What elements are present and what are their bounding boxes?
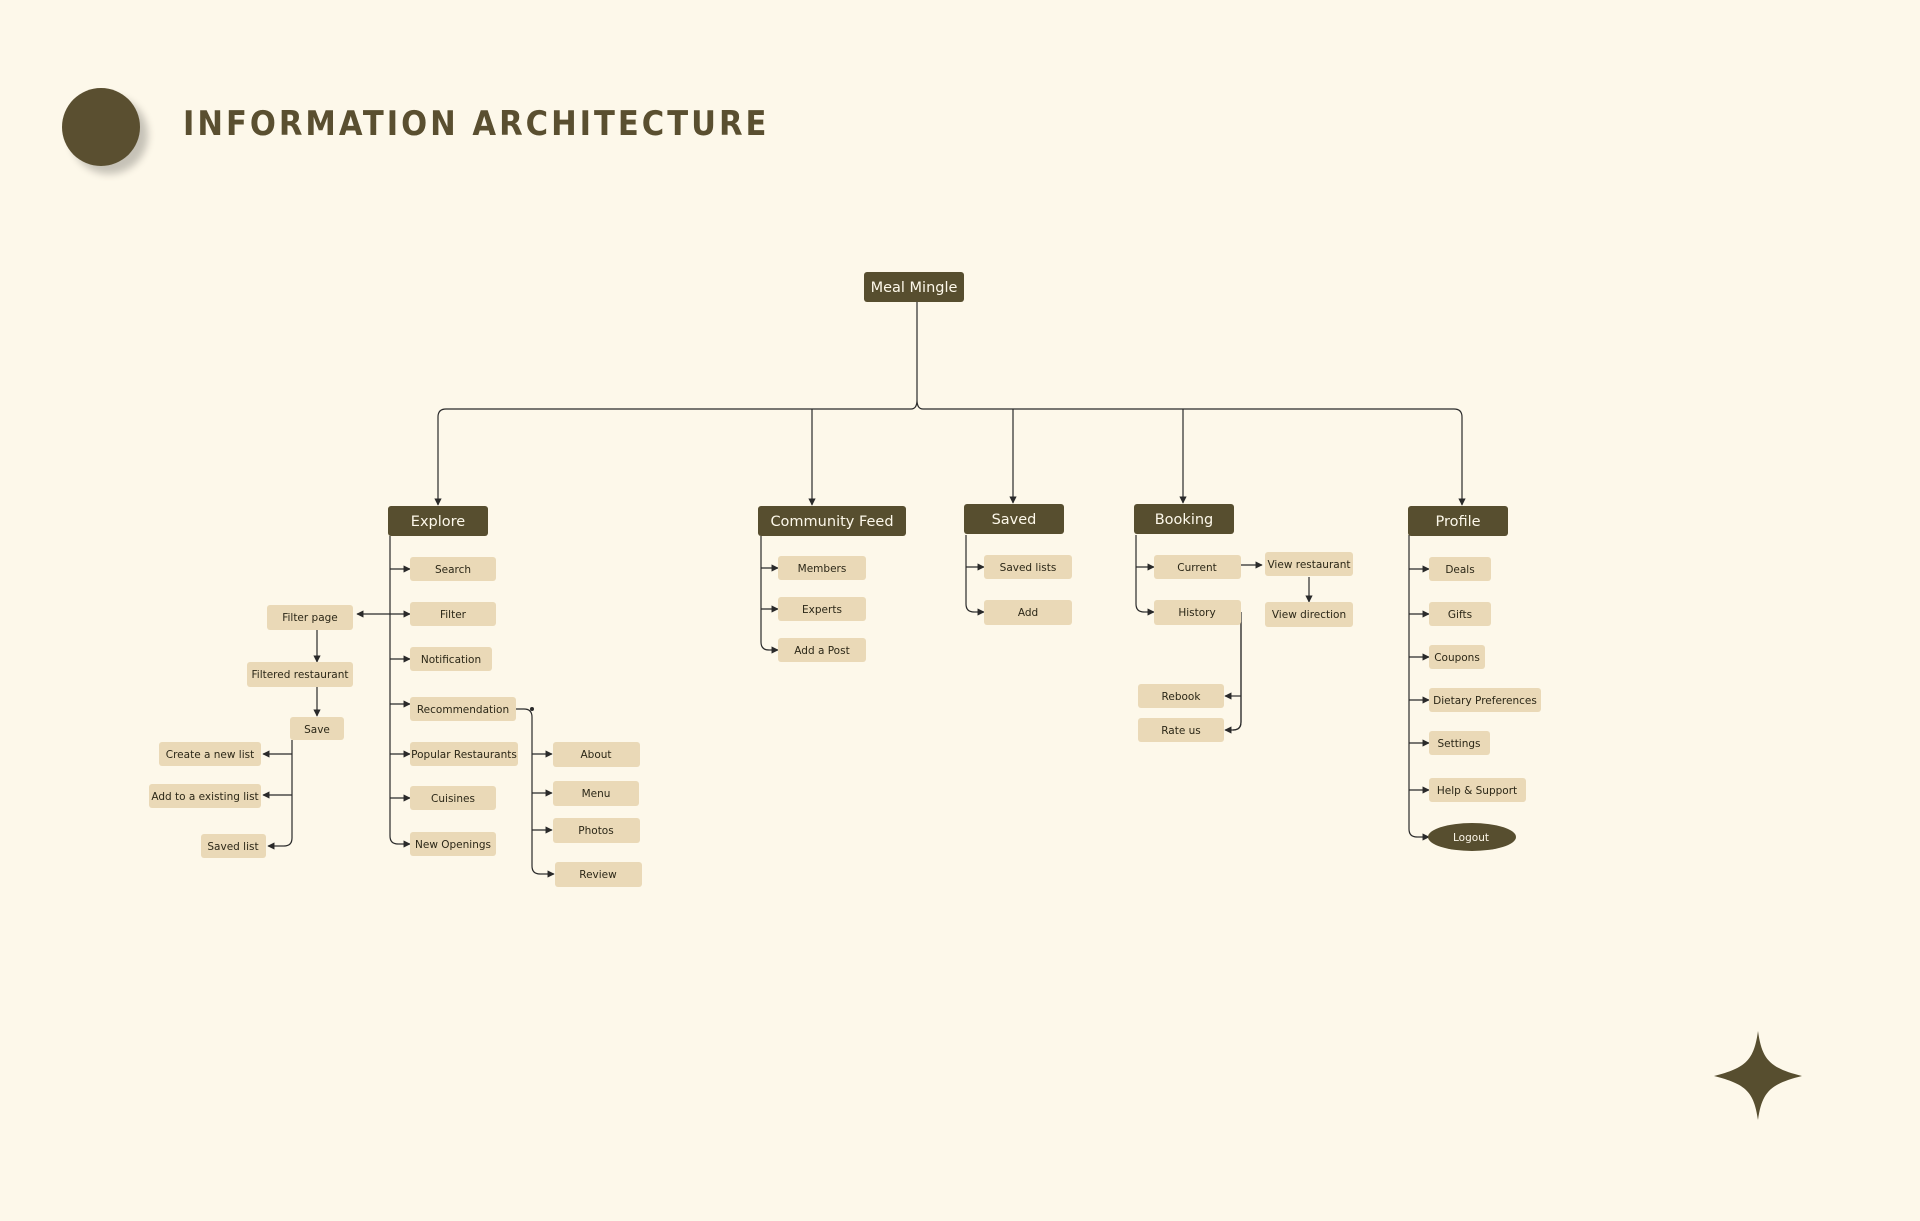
svg-text:About: About	[580, 749, 611, 761]
node-meal-mingle: Meal Mingle	[864, 272, 964, 302]
page-title: INFORMATION ARCHITECTURE	[183, 104, 770, 144]
edge-junction-dot	[530, 707, 534, 711]
node-view-restaurant: View restaurant	[1265, 552, 1353, 576]
svg-text:Create a new list: Create a new list	[166, 749, 254, 761]
node-saved: Saved	[964, 504, 1064, 534]
svg-text:Rate us: Rate us	[1161, 725, 1201, 737]
edge-saved-trunk	[965, 535, 975, 613]
svg-text:Menu: Menu	[582, 788, 611, 800]
svg-text:Add: Add	[1018, 607, 1038, 619]
node-rebook: Rebook	[1138, 684, 1224, 708]
edge-bus-left	[434, 408, 911, 506]
edge-booking-trunk	[1135, 535, 1145, 613]
svg-text:Notification: Notification	[421, 654, 481, 666]
svg-text:Help & Support: Help & Support	[1437, 785, 1517, 797]
node-save: Save	[290, 717, 344, 740]
svg-text:Members: Members	[798, 563, 847, 575]
edge-bus-join	[910, 399, 924, 410]
svg-text:Save: Save	[304, 724, 330, 736]
node-deals: Deals	[1429, 557, 1491, 581]
node-filter: Filter	[410, 602, 496, 626]
svg-text:Experts: Experts	[802, 604, 842, 616]
node-explore: Explore	[388, 506, 488, 536]
node-recommendation: Recommendation	[410, 697, 516, 721]
svg-text:Explore: Explore	[411, 514, 465, 530]
svg-text:Add to a existing list: Add to a existing list	[151, 791, 258, 803]
svg-text:Filter page: Filter page	[282, 612, 338, 624]
node-saved-lists: Saved lists	[984, 555, 1072, 579]
node-popular-restaurants: Popular Restaurants	[410, 742, 518, 766]
svg-text:Review: Review	[579, 869, 617, 881]
node-notification: Notification	[410, 647, 492, 671]
svg-text:Search: Search	[435, 564, 471, 576]
edge-recommendation-out	[516, 708, 541, 875]
node-gifts: Gifts	[1429, 602, 1491, 626]
svg-text:View direction: View direction	[1272, 609, 1346, 621]
node-logout: Logout	[1428, 823, 1516, 851]
svg-text:Profile: Profile	[1435, 514, 1480, 530]
node-settings: Settings	[1429, 731, 1490, 755]
svg-text:Add a Post: Add a Post	[794, 645, 849, 657]
svg-text:Logout: Logout	[1453, 832, 1489, 844]
node-experts: Experts	[778, 597, 866, 621]
svg-text:Photos: Photos	[578, 825, 613, 837]
node-community-feed: Community Feed	[758, 506, 906, 536]
svg-text:Community Feed: Community Feed	[770, 514, 893, 530]
edge-bus-right	[923, 408, 1466, 506]
node-booking: Booking	[1134, 504, 1234, 534]
svg-text:Popular Restaurants: Popular Restaurants	[411, 749, 517, 761]
edge-explore-trunk	[389, 536, 399, 845]
svg-text:Cuisines: Cuisines	[431, 793, 475, 805]
svg-text:Deals: Deals	[1445, 564, 1474, 576]
node-help-support: Help & Support	[1429, 778, 1526, 802]
svg-text:Booking: Booking	[1155, 512, 1214, 528]
node-add-existing-list: Add to a existing list	[149, 784, 261, 808]
node-view-direction: View direction	[1265, 602, 1353, 627]
node-dietary-preferences: Dietary Preferences	[1429, 688, 1541, 712]
edge-save-trunk	[283, 740, 293, 847]
svg-text:Recommendation: Recommendation	[417, 704, 509, 716]
node-coupons: Coupons	[1429, 645, 1485, 669]
node-filter-page: Filter page	[267, 605, 353, 630]
node-about: About	[553, 742, 640, 767]
node-search: Search	[410, 557, 496, 581]
node-saved-list: Saved list	[201, 834, 266, 858]
node-create-new-list: Create a new list	[159, 742, 261, 766]
svg-text:Saved: Saved	[992, 512, 1037, 528]
edge-profile-trunk	[1408, 535, 1418, 838]
edge-community-trunk	[760, 536, 770, 651]
svg-text:Settings: Settings	[1437, 738, 1480, 750]
node-menu: Menu	[553, 781, 639, 806]
node-filtered-restaurant: Filtered restaurant	[247, 662, 353, 687]
svg-text:Filtered restaurant: Filtered restaurant	[252, 669, 349, 681]
svg-text:Dietary Preferences: Dietary Preferences	[1433, 695, 1537, 707]
header-circle-badge	[62, 88, 140, 166]
node-members: Members	[778, 556, 866, 580]
edge-history-vertical	[1232, 612, 1242, 731]
node-rate-us: Rate us	[1138, 718, 1224, 742]
svg-text:Meal Mingle: Meal Mingle	[871, 280, 958, 296]
node-photos: Photos	[553, 818, 640, 843]
svg-text:Coupons: Coupons	[1434, 652, 1480, 664]
svg-text:Current: Current	[1177, 562, 1216, 574]
node-new-openings: New Openings	[410, 832, 496, 856]
svg-text:Gifts: Gifts	[1448, 609, 1472, 621]
svg-text:New Openings: New Openings	[415, 839, 491, 851]
svg-text:Filter: Filter	[440, 609, 467, 621]
svg-text:View restaurant: View restaurant	[1267, 559, 1350, 571]
svg-text:Saved list: Saved list	[207, 841, 258, 853]
node-history: History	[1154, 600, 1241, 625]
edge-history-down	[1232, 611, 1242, 731]
node-cuisines: Cuisines	[410, 786, 496, 810]
node-review: Review	[555, 862, 642, 887]
four-point-star-icon	[1714, 1031, 1802, 1120]
svg-text:Saved lists: Saved lists	[1000, 562, 1057, 574]
svg-text:History: History	[1178, 607, 1215, 619]
node-add-a-post: Add a Post	[778, 638, 866, 662]
node-current: Current	[1154, 555, 1241, 579]
svg-text:Rebook: Rebook	[1162, 691, 1202, 703]
node-add: Add	[984, 600, 1072, 625]
node-profile: Profile	[1408, 506, 1508, 536]
